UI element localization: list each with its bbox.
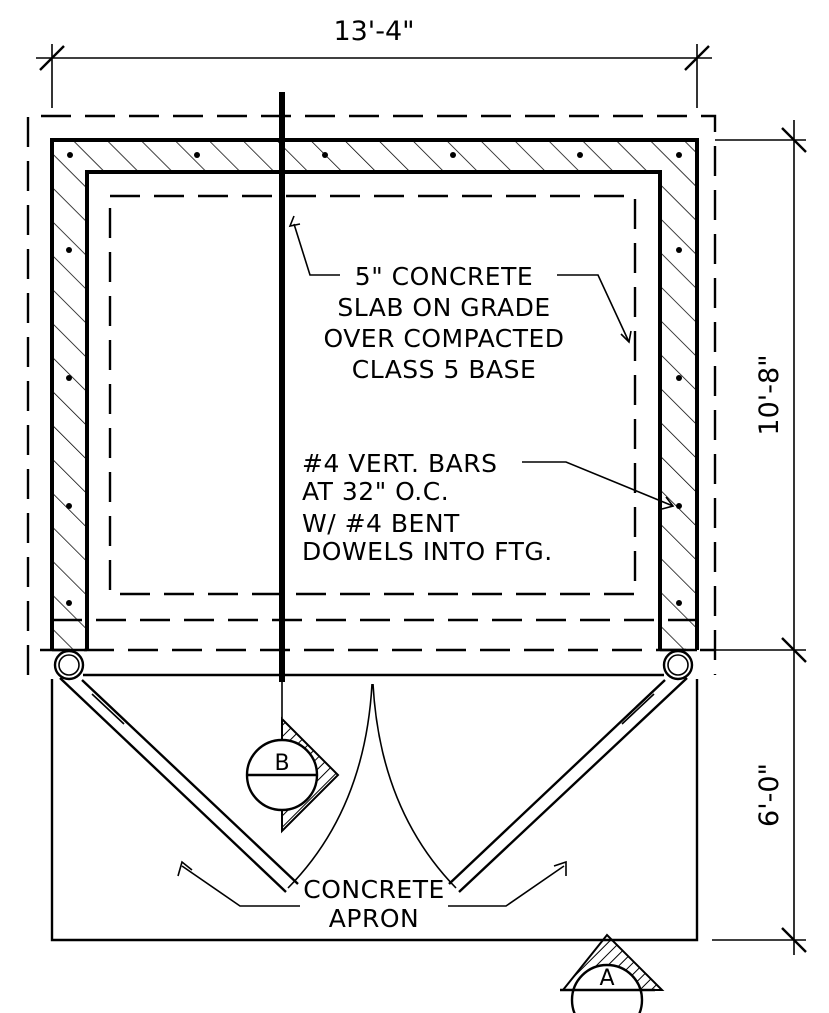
door-jambs bbox=[53, 649, 694, 681]
door-left bbox=[59, 677, 373, 893]
top-dimension: 13'-4" bbox=[36, 16, 712, 108]
foundation-wall bbox=[50, 138, 699, 652]
rebar-note-line-2: AT 32" O.C. bbox=[302, 477, 449, 506]
rebar-note-line-1: #4 VERT. BARS bbox=[302, 449, 497, 478]
right-dimension: 10'-8" 6'-0" bbox=[712, 120, 807, 955]
slab-depth-dimension-label: 10'-8" bbox=[754, 354, 785, 435]
section-a-label: A bbox=[599, 966, 614, 991]
slab-note-line-4: CLASS 5 BASE bbox=[352, 355, 537, 384]
rebar-dots bbox=[66, 152, 682, 606]
footing-outline bbox=[26, 114, 717, 675]
rebar-note: #4 VERT. BARS AT 32" O.C. W/ #4 BENT DOW… bbox=[302, 449, 675, 566]
slab-note: 5" CONCRETE SLAB ON GRADE OVER COMPACTED… bbox=[288, 215, 632, 384]
slab-note-line-3: OVER COMPACTED bbox=[323, 324, 564, 353]
rebar-note-line-4: DOWELS INTO FTG. bbox=[302, 537, 553, 566]
apron-depth-dimension-label: 6'-0" bbox=[754, 763, 785, 827]
apron-note: CONCRETE APRON bbox=[177, 860, 567, 933]
slab-note-line-1: 5" CONCRETE bbox=[355, 262, 533, 291]
section-marker-b: B bbox=[245, 716, 340, 834]
section-b-label: B bbox=[274, 751, 289, 776]
apron-note-line-1: CONCRETE bbox=[303, 875, 445, 904]
slab-note-line-2: SLAB ON GRADE bbox=[337, 293, 550, 322]
concrete-apron bbox=[50, 673, 699, 942]
width-dimension-label: 13'-4" bbox=[333, 16, 414, 47]
rebar-note-line-3: W/ #4 BENT bbox=[302, 509, 460, 538]
slab-edge bbox=[108, 194, 637, 596]
door-right bbox=[372, 677, 688, 893]
section-marker-a: A bbox=[560, 933, 665, 1013]
apron-note-line-2: APRON bbox=[329, 904, 419, 933]
